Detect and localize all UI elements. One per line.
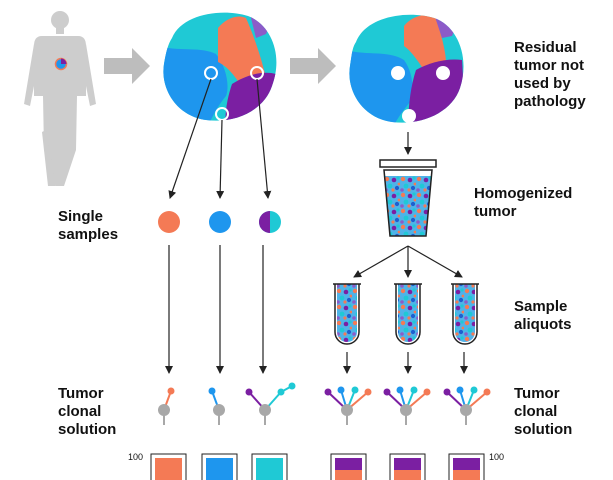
label-homogenized-tumor: Homogenized tumor [474,185,573,220]
clonal-tree-left-1 [158,387,175,425]
aliquot-tube-3 [451,283,479,345]
cup-outline [383,169,433,237]
axis-max-left: 100 [128,452,144,462]
clonal-tree-left-2 [208,387,225,425]
arrow-to-tube-1 [353,245,409,278]
axis-max-right: 100 [489,452,505,462]
cup-mosaic [384,176,432,236]
label-clonal-solution-right: Tumor clonal solution [514,385,573,438]
bar-box-left-1 [150,453,187,480]
human-body-icon [24,11,96,186]
single-sample-blue [209,211,231,233]
cup-lid [379,159,437,168]
single-sample-orange [158,211,180,233]
arrow-to-tube-3 [407,245,463,278]
bar-box-left-3 [251,453,288,480]
single-sample-mixed-half [259,211,270,233]
clonal-tree-left-3 [245,382,296,425]
removed-sample-3 [402,109,416,123]
aliquot-tube-1 [333,283,361,345]
bar-box-left-2 [201,453,238,480]
aliquot-tube-2 [394,283,422,345]
tumor-section-left [163,12,277,121]
label-residual-tumor: Residual tumor not used by pathology [514,39,586,110]
gray-arrow-2 [290,48,336,84]
clonal-tree-right-3 [443,386,491,425]
gray-arrow-1 [104,48,150,84]
label-sample-aliquots: Sample aliquots [514,298,572,333]
label-clonal-solution-left: Tumor clonal solution [58,385,117,438]
bar-box-right-2 [389,453,426,480]
removed-sample-2 [436,66,450,80]
bar-box-right-3 [448,453,485,480]
arrow-sample-2 [216,119,225,199]
body-tumor-slice [61,58,67,64]
clonal-tree-right-1 [324,386,372,425]
arrow-sample-3 [256,78,272,199]
bar-box-right-1 [330,453,367,480]
removed-sample-1 [391,66,405,80]
clonal-tree-right-2 [383,386,431,425]
arrow-sample-1 [168,78,212,199]
label-single-samples: Single samples [58,208,119,243]
